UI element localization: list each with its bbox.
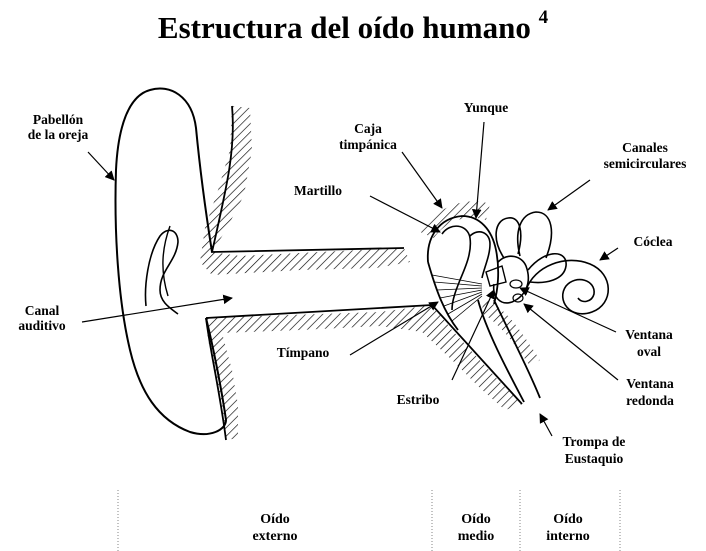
canales-arrow <box>548 180 590 210</box>
pabellon-arrow <box>88 152 114 180</box>
trompa-arrow <box>540 414 552 436</box>
semicircular-canal-3 <box>528 254 566 283</box>
coclea-arrow <box>600 248 618 260</box>
martillo-arrow <box>370 196 440 232</box>
label-yunque: Yunque <box>464 100 509 115</box>
semicircular-canal-2 <box>518 212 552 258</box>
cochlea-spiral <box>526 260 608 313</box>
ventana-redonda-arrow <box>524 304 618 380</box>
label-coclea: Cóclea <box>634 234 673 249</box>
oval-window-shape <box>510 280 522 288</box>
caja-arrow <box>402 152 442 208</box>
antihelix <box>146 230 178 314</box>
label-timpano: Tímpano <box>277 345 330 360</box>
lower-canal-wall-hatch <box>206 305 522 440</box>
tragus <box>163 226 170 296</box>
stapes <box>486 266 506 286</box>
malleus <box>442 226 470 310</box>
label-estribo: Estribo <box>397 392 440 407</box>
zone-dividers <box>118 490 620 551</box>
label-martillo: Martillo <box>294 183 342 198</box>
ventana-oval-arrow <box>520 288 616 332</box>
